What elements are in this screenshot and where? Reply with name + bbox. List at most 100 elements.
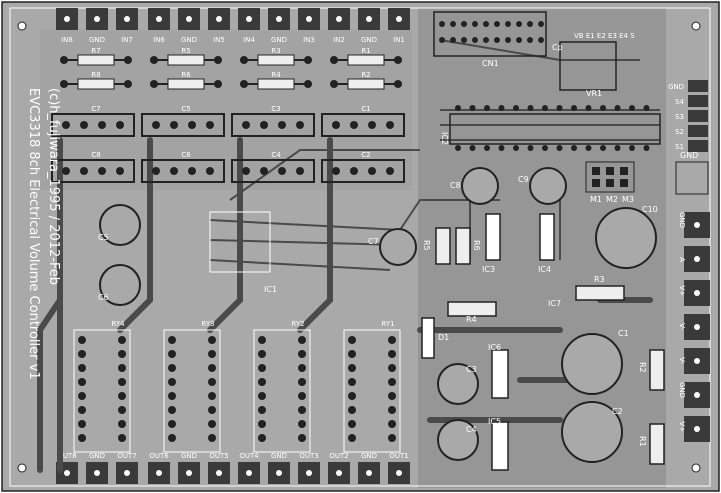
label-ic6: IC6 (488, 343, 501, 352)
relay-pad (78, 406, 86, 414)
resistor-body (347, 78, 385, 90)
film-cap-pad (80, 167, 88, 175)
output-label: OUT5 (209, 452, 228, 460)
ic2-pin (585, 105, 592, 111)
resistor-pad (394, 80, 402, 88)
relay-pad (348, 336, 356, 344)
ic2-pin (484, 105, 490, 111)
cn1-pin (527, 37, 533, 43)
relay-pad (208, 364, 216, 372)
input-label: GND (89, 36, 105, 44)
cn1-pin (538, 21, 544, 27)
label-c10: C10 (642, 205, 658, 214)
relay-pad (258, 364, 266, 372)
label-ic5: IC5 (488, 417, 501, 426)
switch-label: S2 (675, 128, 684, 136)
resistor-pad (124, 80, 132, 88)
film-cap-label: C3 (271, 105, 280, 113)
output-label: OUT6 (149, 452, 169, 460)
label-top-right: VB E1 E2 E3 E4 S (574, 32, 635, 40)
label-c4: C4 (466, 425, 477, 434)
power-pad-hole (694, 392, 700, 398)
input-label: IN8 (61, 36, 73, 44)
label-m2: M2 (606, 195, 618, 204)
resistor-label: R1 (361, 47, 370, 55)
relay-pad (118, 364, 126, 372)
output-pad-hole (246, 470, 252, 476)
resistor-pad (214, 56, 222, 64)
cn1-pin (472, 37, 478, 43)
m-pad (620, 179, 628, 187)
cn1-pin (505, 37, 511, 43)
resistor-pad (60, 80, 68, 88)
relay-outline (343, 329, 401, 453)
film-cap-pad (62, 167, 70, 175)
power-label: A (678, 257, 686, 262)
relay-pad (258, 350, 266, 358)
film-cap-label: C4 (271, 151, 281, 159)
output-label: OUT7 (117, 452, 136, 460)
relay-pad (208, 434, 216, 442)
label-m3: M3 (622, 195, 634, 204)
title-line2: (c)h_fujiwara_1995 / 2012-Feb (46, 88, 61, 285)
film-cap-body (51, 159, 135, 183)
film-cap-pad (260, 167, 268, 175)
resistor-body (167, 54, 205, 66)
film-cap-pad (62, 121, 70, 129)
ic2-pin (498, 105, 505, 111)
relay-pad (168, 350, 176, 358)
resistor-pad (330, 56, 338, 64)
label-ic1: IC1 (264, 285, 277, 294)
label-r3: R3 (594, 275, 605, 284)
relay-pad (78, 378, 86, 386)
label-r4: R4 (466, 315, 477, 324)
power-label: GND (678, 212, 686, 228)
relay-pad (78, 350, 86, 358)
output-pad-hole (276, 470, 282, 476)
input-pad-hole (396, 16, 402, 22)
power-pad-hole (694, 358, 700, 364)
input-pad-hole (306, 16, 312, 22)
input-pad-hole (186, 16, 192, 22)
relay-pad (298, 378, 306, 386)
relay-pad (168, 420, 176, 428)
cn1-pin (483, 21, 489, 27)
input-pad-hole (216, 16, 222, 22)
ic1-chip (209, 211, 271, 273)
ic2-pin (571, 145, 577, 151)
relay-pad (258, 378, 266, 386)
film-cap-pad (350, 121, 358, 129)
ic2-pin (614, 105, 621, 111)
label-r2: R2 (638, 362, 647, 373)
label-ic2: IC2 (440, 132, 449, 145)
relay-pad (78, 364, 86, 372)
output-label: OUT3 (299, 452, 318, 460)
resistor-label: R7 (91, 47, 100, 55)
power-pad-hole (694, 290, 700, 296)
relay-pad (168, 434, 176, 442)
relay-pad (258, 392, 266, 400)
cn1-pin (472, 21, 478, 27)
ic2-pin (629, 145, 635, 151)
resistor-label: R6 (181, 71, 191, 79)
relay-pad (298, 364, 306, 372)
ic2-pin (614, 145, 621, 151)
film-cap-pad (386, 121, 394, 129)
electrolytic-caps (99, 167, 657, 463)
m-pad (606, 167, 614, 175)
ic2-pin (513, 105, 519, 111)
film-cap-body (321, 113, 405, 137)
relay-pad (348, 434, 356, 442)
output-pad-hole (64, 470, 70, 476)
ic2-pin (556, 105, 563, 111)
resistor-body (167, 78, 205, 90)
input-pad-hole (276, 16, 282, 22)
input-label: IN1 (393, 36, 405, 44)
film-cap-body (51, 113, 135, 137)
relay-pad (168, 364, 176, 372)
film-cap-pad (98, 121, 106, 129)
label-cp: Cp (552, 43, 563, 52)
output-label: GND (89, 452, 105, 460)
power-pad-hole (694, 222, 700, 228)
